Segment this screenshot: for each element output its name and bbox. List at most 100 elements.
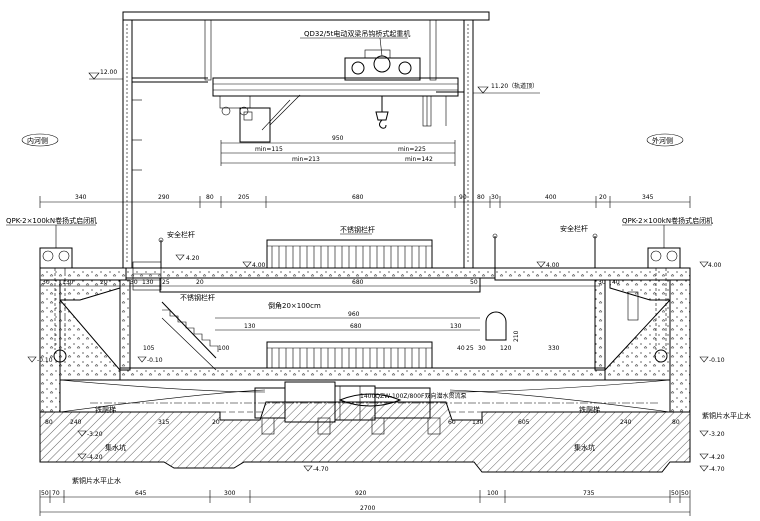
svg-text:130: 130	[244, 323, 256, 330]
svg-text:645: 645	[135, 490, 147, 497]
crane-cab	[239, 107, 271, 143]
sump-right-label: 集水坑	[574, 443, 595, 452]
stair	[132, 261, 219, 371]
svg-text:80: 80	[206, 194, 214, 201]
safety-rail-right	[492, 233, 598, 268]
right-hoist-machine	[627, 247, 681, 363]
svg-text:30: 30	[42, 279, 50, 286]
svg-text:min=213: min=213	[292, 156, 320, 163]
left-side-label: 内河侧	[21, 133, 59, 147]
svg-text:30: 30	[598, 279, 606, 286]
svg-text:950: 950	[332, 135, 344, 142]
svg-text:50: 50	[671, 490, 679, 497]
svg-text:25: 25	[466, 345, 474, 352]
svg-text:min=142: min=142	[405, 156, 433, 163]
svg-text:20: 20	[212, 419, 220, 426]
svg-text:100: 100	[218, 345, 230, 352]
svg-text:240: 240	[70, 419, 82, 426]
svg-text:70: 70	[52, 490, 60, 497]
deck-slab	[125, 267, 496, 279]
left-hoist-machine	[39, 247, 73, 363]
svg-text:680: 680	[352, 194, 364, 201]
elevation-marks: 4.20 4.00 4.00 4.00 -0.10 -0.10 -0.10 -3…	[27, 254, 725, 473]
pump-unit	[254, 381, 441, 435]
ladder-left-label: 铁爬梯	[95, 405, 116, 414]
right-column	[463, 19, 474, 269]
safety-rail-right-label: 安全栏杆	[560, 224, 588, 233]
svg-text:20: 20	[100, 279, 108, 286]
svg-text:-3.20: -3.20	[87, 431, 103, 438]
ladder-right-label: 铁爬梯	[579, 405, 600, 414]
svg-text:40: 40	[457, 345, 465, 352]
right-hoist-label: QPK-2×100kN卷扬式启闭机	[622, 216, 713, 225]
svg-text:30: 30	[491, 194, 499, 201]
total-width: 2700	[360, 505, 375, 512]
svg-text:50: 50	[470, 279, 478, 286]
railing-balusters	[271, 246, 427, 368]
top-stainless-railing	[266, 239, 433, 269]
roof-slab	[122, 11, 490, 21]
waterstop-right-label: 紫铜片水平止水	[702, 411, 751, 420]
svg-text:130: 130	[450, 323, 462, 330]
svg-text:300: 300	[224, 490, 236, 497]
svg-text:290: 290	[158, 194, 170, 201]
svg-text:105: 105	[143, 345, 155, 352]
left-wall	[39, 267, 127, 413]
chamber-dimensions: 960 130 680 130 105 100 40 25 30 210 120…	[45, 311, 680, 426]
svg-text:30: 30	[130, 279, 138, 286]
safety-rail-left	[158, 237, 164, 268]
svg-text:30: 30	[478, 345, 486, 352]
sump-left-label: 集水坑	[105, 443, 126, 452]
svg-text:-3.20: -3.20	[709, 431, 725, 438]
svg-text:4.20: 4.20	[186, 255, 200, 262]
svg-text:50: 50	[41, 490, 49, 497]
svg-text:130: 130	[62, 279, 74, 286]
safety-rail-left-label: 安全栏杆	[167, 230, 195, 239]
svg-text:920: 920	[355, 490, 367, 497]
svg-text:50: 50	[681, 490, 689, 497]
svg-text:130: 130	[142, 279, 154, 286]
svg-text:210: 210	[513, 330, 520, 342]
superstructure	[122, 11, 490, 269]
svg-text:680: 680	[352, 279, 364, 286]
svg-text:205: 205	[238, 194, 250, 201]
svg-text:315: 315	[158, 419, 170, 426]
svg-text:4.00: 4.00	[708, 262, 722, 269]
svg-text:min=225: min=225	[398, 146, 426, 153]
svg-text:-0.10: -0.10	[37, 357, 53, 364]
mid-slab	[119, 367, 606, 381]
svg-text:-4.20: -4.20	[87, 454, 103, 461]
svg-text:-4.70: -4.70	[313, 466, 329, 473]
crane-title: QD32/5t电动双梁吊钩桥式起重机	[304, 29, 410, 38]
svg-text:330: 330	[548, 345, 560, 352]
elev-top-left: 12.00	[88, 69, 123, 80]
crane-trolley	[344, 57, 421, 81]
svg-text:90: 90	[459, 194, 467, 201]
svg-text:100: 100	[487, 490, 499, 497]
mid-stainless-railing	[266, 341, 433, 369]
chamfer-label: 倒角20×100cm	[268, 301, 321, 310]
svg-text:25: 25	[162, 279, 170, 286]
svg-text:400: 400	[545, 194, 557, 201]
right-wall	[494, 267, 691, 413]
deck-dimensions: 30 130 20 30 130 25 20 680 50 30 40	[40, 279, 620, 287]
svg-text:60: 60	[448, 419, 456, 426]
svg-text:-4.70: -4.70	[709, 466, 725, 473]
svg-text:680: 680	[350, 323, 362, 330]
top-dimension-row: 340 290 80 205 680 90 80 30 400 20 345	[39, 194, 691, 208]
bottom-dimension-row: 50 70 645 300 920 100 735 50 50 2700	[39, 490, 691, 516]
crane-dimensions: 950 min=115 min=225 min=213 min=142	[220, 135, 456, 166]
svg-text:240: 240	[620, 419, 632, 426]
svg-text:4.00: 4.00	[546, 262, 560, 269]
svg-text:12.00: 12.00	[100, 69, 117, 76]
svg-text:340: 340	[75, 194, 87, 201]
svg-text:960: 960	[348, 311, 360, 318]
svg-text:120: 120	[500, 345, 512, 352]
svg-text:内河侧: 内河侧	[27, 136, 48, 145]
svg-text:40: 40	[612, 279, 620, 286]
svg-text:80: 80	[477, 194, 485, 201]
pump-spec-label: 1400QZW-100Z/800F双向潜水贯流泵	[360, 392, 466, 400]
svg-text:80: 80	[672, 419, 680, 426]
access-opening	[485, 311, 507, 341]
